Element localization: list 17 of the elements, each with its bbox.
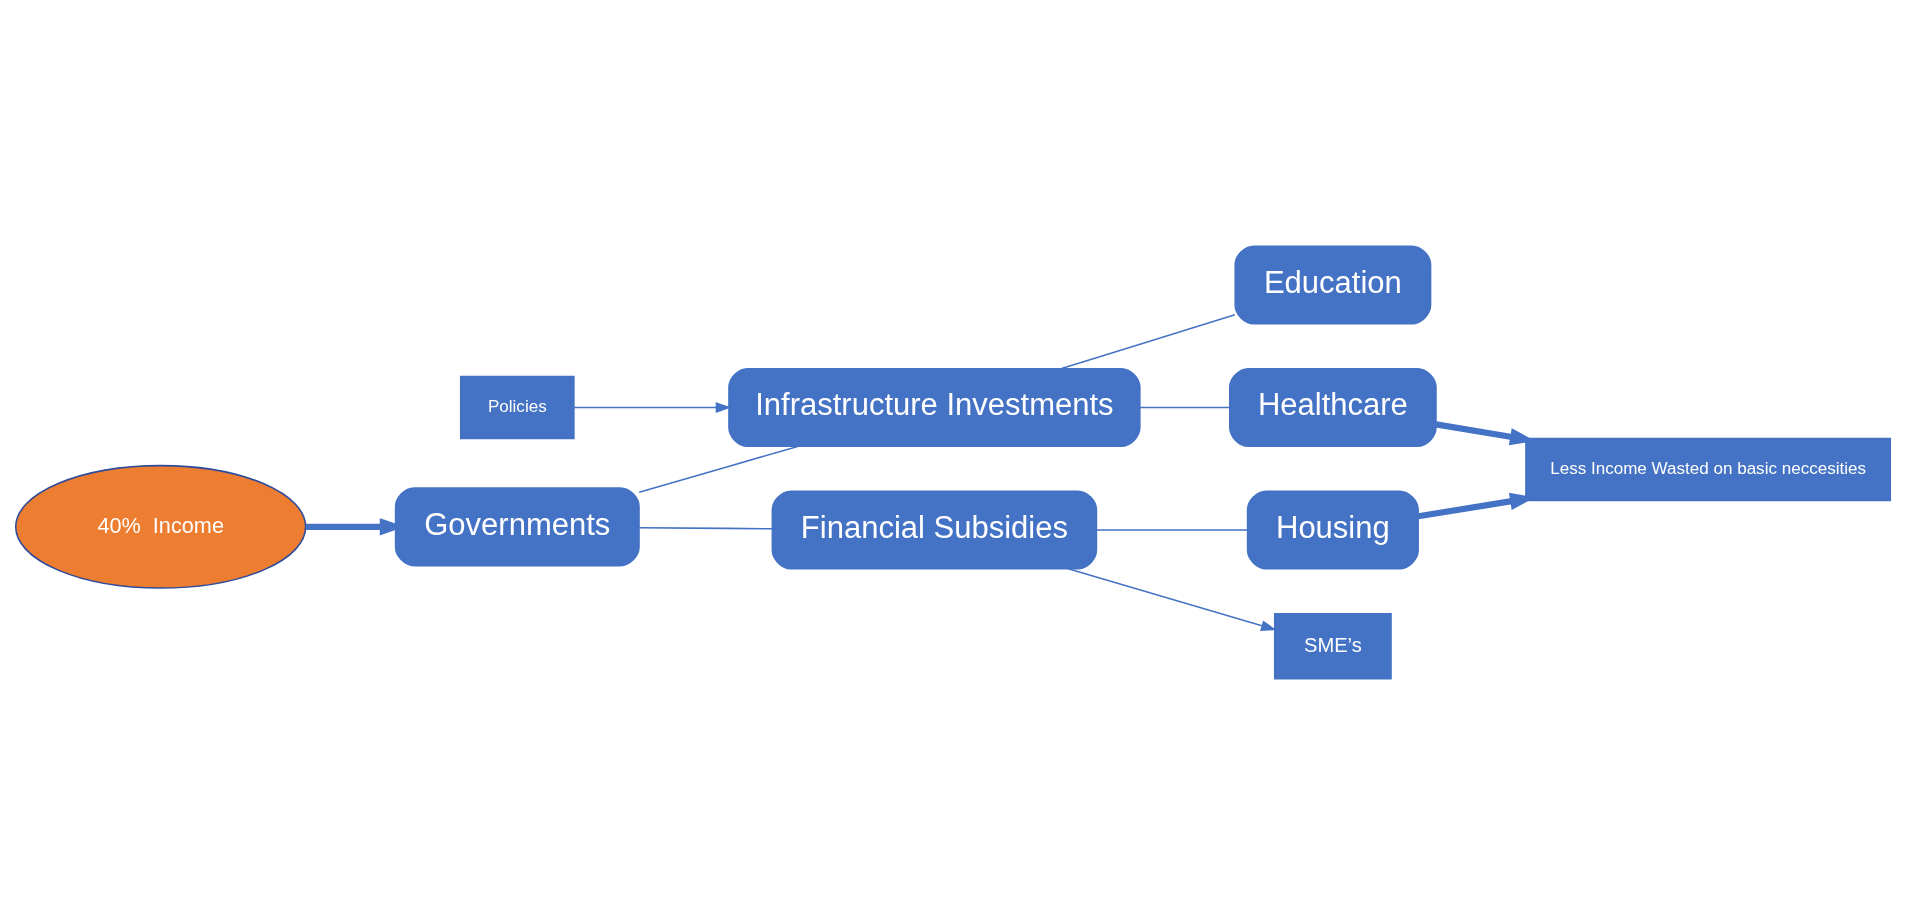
node-ellipse: 40% Income — [14, 464, 307, 589]
node-box: Less Income Wasted on basic neccesities — [1525, 437, 1892, 501]
connector — [638, 445, 799, 493]
connector — [1060, 313, 1236, 369]
arrow — [573, 401, 732, 413]
connector — [1139, 406, 1231, 408]
node-box: Healthcare — [1229, 367, 1437, 447]
connector — [1096, 528, 1249, 531]
node-box: Governments — [394, 486, 640, 566]
node-box: Policies — [459, 375, 575, 439]
node-box: Financial Subsidies — [771, 489, 1098, 569]
connector — [638, 526, 773, 529]
arrow — [1067, 567, 1277, 631]
node-box: SME’s — [1273, 612, 1392, 680]
node-box: Education — [1234, 244, 1432, 324]
node-box: Infrastructure Investments — [728, 367, 1141, 447]
node-box: Housing — [1246, 489, 1419, 569]
